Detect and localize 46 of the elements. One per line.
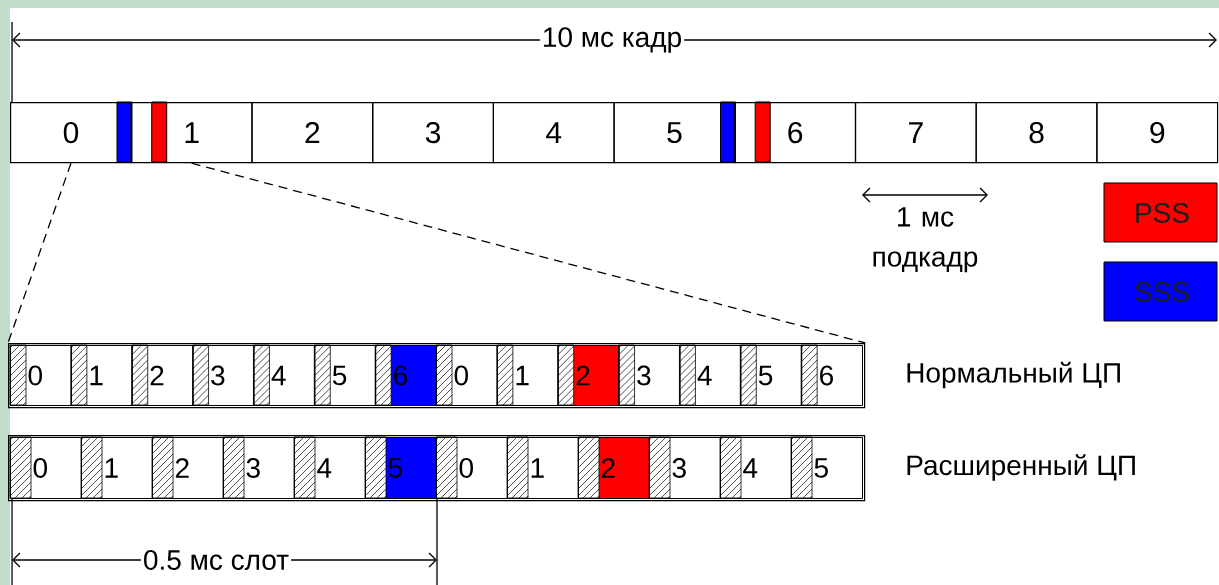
symbol-cell: 6 — [374, 344, 437, 406]
symbol-cell: 3 — [648, 436, 721, 499]
symbol-cell: 1 — [80, 436, 153, 499]
legend-label: PSS — [1136, 203, 1189, 223]
subframe-cell: 8 — [975, 102, 1098, 164]
symbol-cell: 4 — [293, 436, 366, 499]
subframe-cell: 9 — [1096, 102, 1219, 164]
symbol-cell: 6 — [800, 344, 863, 406]
symbol-cell: 0 — [9, 344, 72, 406]
symbol-cell: 1 — [70, 344, 133, 406]
symbol-cell: 0 — [435, 436, 508, 499]
symbol-cell: 1 — [496, 344, 559, 406]
symbol-cell: 5 — [790, 436, 863, 499]
symbol-cell: 2 — [577, 436, 650, 499]
symbol-cell: 4 — [253, 344, 316, 406]
subframe-cell: 1 — [130, 101, 253, 164]
symbol-row — [8, 435, 866, 502]
symbol-cell: 4 — [719, 436, 792, 499]
subframe-cell: 5 — [613, 101, 736, 164]
subframe-cell: 4 — [492, 102, 615, 164]
symbol-cell: 5 — [364, 436, 437, 499]
subframe-cell: 7 — [854, 102, 977, 164]
dimension-label: 1 мс подкадр — [873, 207, 978, 273]
symbol-cell: 3 — [618, 344, 681, 406]
symbol-cell: 0 — [9, 436, 82, 499]
symbol-cell: 3 — [192, 344, 255, 406]
symbol-cell: 2 — [151, 436, 224, 499]
dimension-label: 0.5 мс слот — [140, 549, 292, 571]
row-label: Нормальный ЦП — [907, 361, 1120, 389]
subframe-cell: 0 — [10, 101, 133, 164]
subframe-cell: 3 — [372, 102, 494, 164]
zoom-line — [191, 162, 866, 344]
legend-label: SSS — [1135, 282, 1189, 302]
symbol-cell: 2 — [131, 344, 194, 406]
symbol-cell: 0 — [435, 344, 498, 406]
symbol-cell: 4 — [679, 344, 742, 406]
symbol-cell: 1 — [506, 436, 579, 499]
subframe-cell: 2 — [251, 102, 374, 164]
symbol-row — [8, 343, 866, 409]
symbol-cell: 3 — [222, 436, 295, 499]
symbol-cell: 5 — [313, 344, 377, 406]
dimension-label: 10 мс кадр — [539, 26, 685, 54]
symbol-cell: 2 — [557, 344, 620, 406]
row-label: Расширенный ЦП — [907, 454, 1135, 481]
symbol-cell: 5 — [739, 344, 803, 406]
subframe-cell: 6 — [734, 101, 857, 164]
